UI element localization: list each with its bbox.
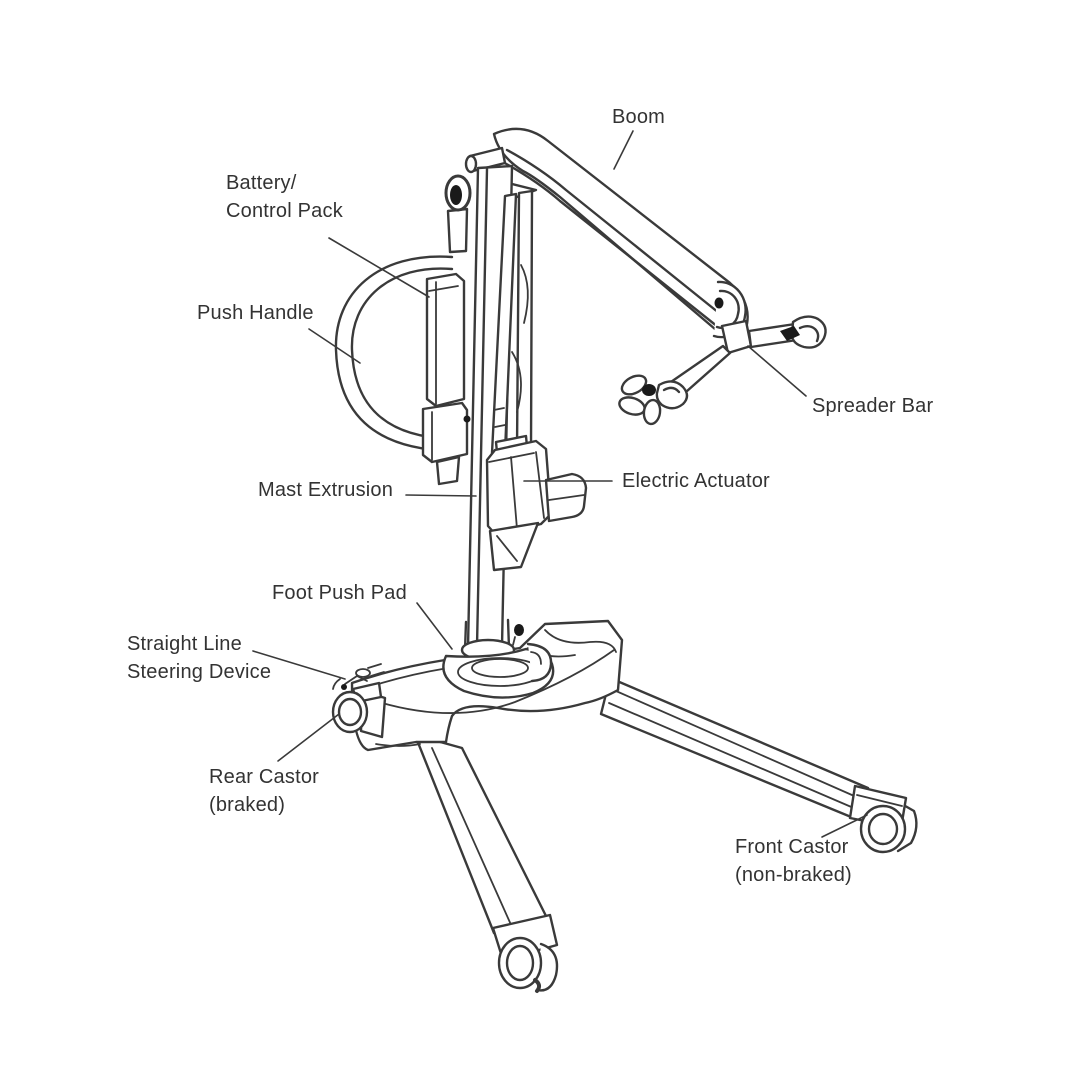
label-mast-extrusion: Mast Extrusion [258, 476, 393, 504]
label-spreader-bar-text: Spreader Bar [812, 395, 934, 417]
label-steering-line1: Straight Line [127, 633, 242, 655]
label-battery-line2: Control Pack [226, 200, 343, 222]
battery-pack-drawing [421, 272, 471, 486]
leader-boom [613, 130, 634, 170]
label-rear-castor: Rear Castor (braked) [209, 763, 319, 819]
electric-actuator-drawing [485, 434, 588, 572]
label-push-handle: Push Handle [197, 299, 314, 327]
label-boom-text: Boom [612, 106, 666, 128]
foot-push-pad-drawing [442, 618, 555, 699]
leader-steering-device [252, 650, 346, 680]
push-handle-drawing [334, 255, 454, 453]
leader-push-handle [308, 328, 361, 364]
rear-castor-drawing [331, 663, 387, 739]
label-push-handle-text: Push Handle [197, 302, 314, 324]
leader-rear-castor [277, 713, 340, 762]
label-front-castor-line1: Front Castor [735, 836, 849, 858]
label-steering-line2: Steering Device [127, 661, 272, 683]
label-electric-actuator-text: Electric Actuator [622, 470, 770, 492]
label-front-castor-line2: (non-braked) [735, 864, 852, 886]
label-steering-device: Straight Line Steering Device [127, 630, 271, 686]
label-electric-actuator: Electric Actuator [622, 467, 770, 495]
label-mast-extrusion-text: Mast Extrusion [258, 479, 394, 501]
label-front-castor: Front Castor (non-braked) [735, 833, 852, 889]
label-rear-castor-line1: Rear Castor [209, 766, 320, 788]
leader-front-castor [821, 814, 868, 838]
right-leg-drawing [599, 676, 918, 854]
leader-spreader-bar [747, 345, 807, 397]
mast-pivot-drawing [444, 146, 538, 254]
leader-battery [328, 237, 430, 298]
label-foot-push-pad-text: Foot Push Pad [272, 582, 407, 604]
label-battery-control-pack: Battery/ Control Pack [226, 169, 343, 225]
leader-lines [252, 130, 868, 838]
label-battery-line1: Battery/ [226, 172, 297, 194]
spreader-bar-drawing [618, 315, 827, 426]
label-spreader-bar: Spreader Bar [812, 392, 933, 420]
label-foot-push-pad: Foot Push Pad [272, 579, 407, 607]
label-rear-castor-line2: (braked) [209, 794, 286, 816]
leader-mast-extrusion [405, 494, 477, 497]
label-boom: Boom [612, 103, 665, 131]
leader-foot-push-pad [416, 602, 453, 650]
front-left-leg-drawing [413, 733, 559, 993]
